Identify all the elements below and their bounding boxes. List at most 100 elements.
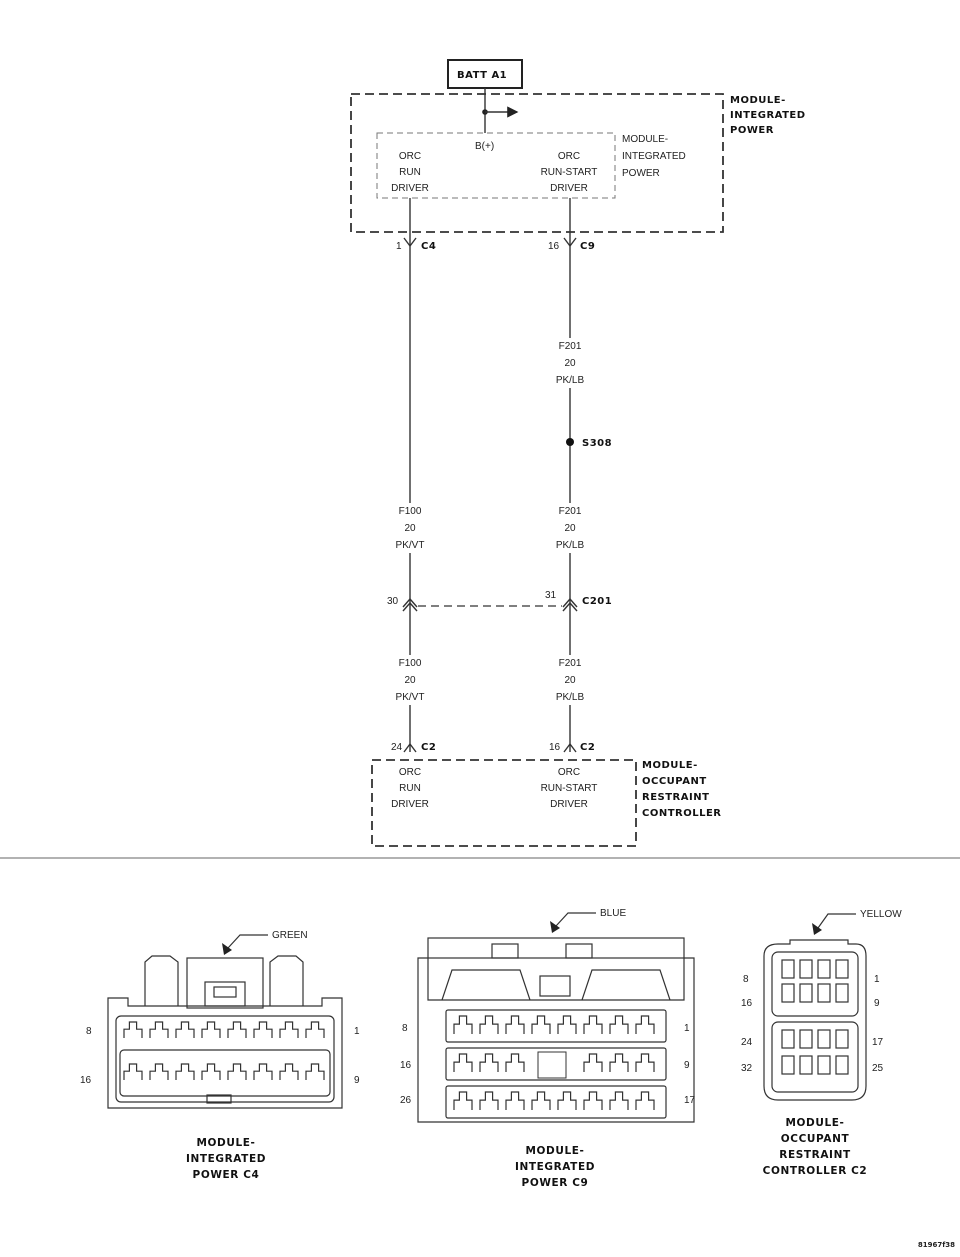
orc-c2-left-symbol xyxy=(403,742,417,753)
connector-cavity xyxy=(635,1015,655,1034)
orc-right-driver-2: RUN-START xyxy=(541,783,598,794)
c201-right-symbol xyxy=(562,597,578,612)
left-wire-mid-gauge: 20 xyxy=(404,523,416,534)
ipm-title-2: INTEGRATED xyxy=(730,110,806,121)
connector-cavity xyxy=(201,1063,221,1080)
c9-connector-symbol xyxy=(563,237,577,248)
c2-connector-view: YELLOW 8 1 16 9 24 17 32 25 MODULE- OCCU… xyxy=(741,909,902,1177)
splice-dot xyxy=(566,438,574,446)
connector-cavity xyxy=(635,1091,655,1110)
left-wire-bottom-circuit: F100 xyxy=(399,658,422,669)
c2-pin-16: 16 xyxy=(741,998,753,1009)
connector-cavity xyxy=(279,1021,299,1038)
connector-cavity xyxy=(817,1029,831,1049)
c4-connector-view: GREEN 8 1 16 9 MODULE- INTEGRATED POWER … xyxy=(80,930,360,1181)
connector-cavity xyxy=(835,1029,849,1049)
c4-color-label: GREEN xyxy=(272,930,308,941)
connector-cavity xyxy=(557,1015,577,1034)
connector-cavity xyxy=(279,1063,299,1080)
right-wire-mid-circuit: F201 xyxy=(559,506,582,517)
orc-c2-right-symbol xyxy=(563,742,577,753)
ipm-inner-title-1: MODULE- xyxy=(622,134,668,145)
c201-name: C201 xyxy=(582,596,612,607)
c2-pin-1: 1 xyxy=(874,974,880,985)
connector-cavity xyxy=(835,983,849,1003)
c9-caption-3: POWER C9 xyxy=(522,1177,589,1189)
connector-cavity xyxy=(453,1053,473,1072)
c9-pin-16: 16 xyxy=(400,1060,412,1071)
connector-cavity xyxy=(175,1021,195,1038)
c4-pin-9: 9 xyxy=(354,1075,360,1086)
ipm-module-box xyxy=(350,93,724,233)
connector-cavity xyxy=(781,1029,795,1049)
orc-left-driver-3: DRIVER xyxy=(391,799,429,810)
orc-module-box xyxy=(371,759,637,847)
c9-connector-view: BLUE 8 1 16 9 26 17 MODULE- INTEGRATED P… xyxy=(400,908,696,1189)
connector-cavity xyxy=(253,1021,273,1038)
left-wire-bottom-color: PK/VT xyxy=(396,692,425,703)
right-wire-top-color: PK/LB xyxy=(556,375,585,386)
c4-pin-16: 16 xyxy=(80,1075,92,1086)
connector-cavity xyxy=(479,1015,499,1034)
c4-color-leader xyxy=(227,934,268,949)
orc-right-driver-3: DRIVER xyxy=(550,799,588,810)
c9-pin-1: 1 xyxy=(684,1023,690,1034)
ipm-left-driver-3: DRIVER xyxy=(391,183,429,194)
connector-cavity xyxy=(781,983,795,1003)
c9-pin-26: 26 xyxy=(400,1095,412,1106)
c4-caption-3: POWER C4 xyxy=(193,1169,260,1181)
connector-cavity xyxy=(817,959,831,979)
left-wire-mid-color: PK/VT xyxy=(396,540,425,551)
c2-color-label: YELLOW xyxy=(860,909,902,920)
connector-cavity xyxy=(799,1055,813,1075)
connector-cavity xyxy=(305,1021,325,1038)
connector-cavity xyxy=(253,1063,273,1080)
connector-cavity xyxy=(227,1063,247,1080)
ipm-inner-box xyxy=(376,132,616,199)
ipm-right-driver-2: RUN-START xyxy=(541,167,598,178)
c2-caption-4: CONTROLLER C2 xyxy=(763,1165,868,1177)
c4-connector-name: C4 xyxy=(421,241,436,252)
connector-cavity xyxy=(505,1091,525,1110)
connector-cavity xyxy=(609,1053,629,1072)
bplus-label: B(+) xyxy=(475,141,494,152)
connector-cavity xyxy=(799,983,813,1003)
ipm-inner-title-2: INTEGRATED xyxy=(622,151,686,162)
orc-left-driver-2: RUN xyxy=(399,783,421,794)
connector-cavity xyxy=(583,1053,603,1072)
connector-cavity xyxy=(531,1091,551,1110)
c201-left-symbol xyxy=(402,597,418,612)
ipm-left-driver-1: ORC xyxy=(399,151,421,162)
connector-cavity xyxy=(557,1091,577,1110)
connector-cavity xyxy=(227,1021,247,1038)
connector-cavity xyxy=(453,1091,473,1110)
connector-cavity xyxy=(583,1015,603,1034)
connector-cavity xyxy=(305,1063,325,1080)
connector-cavity xyxy=(175,1063,195,1080)
connector-cavity xyxy=(835,1055,849,1075)
c2-caption-2: OCCUPANT xyxy=(781,1133,850,1145)
connector-cavity xyxy=(835,959,849,979)
ipm-right-driver-1: ORC xyxy=(558,151,580,162)
orc-title-1: MODULE- xyxy=(642,760,698,771)
connector-cavity xyxy=(149,1021,169,1038)
c4-pin-1: 1 xyxy=(354,1026,360,1037)
c9-pin-number: 16 xyxy=(548,241,560,252)
right-wire-top-gauge: 20 xyxy=(564,358,576,369)
c9-pin-8: 8 xyxy=(402,1023,408,1034)
right-wire-bottom-circuit: F201 xyxy=(559,658,582,669)
c4-pin-number: 1 xyxy=(396,241,402,252)
left-wire-mid-circuit: F100 xyxy=(399,506,422,517)
orc-right-connector: C2 xyxy=(580,742,595,753)
orc-title-4: CONTROLLER xyxy=(642,808,722,819)
connector-cavity xyxy=(817,1055,831,1075)
c2-pin-17: 17 xyxy=(872,1037,884,1048)
c201-right-pin: 31 xyxy=(545,590,557,601)
c4-caption-1: MODULE- xyxy=(196,1137,255,1149)
connector-cavity xyxy=(781,959,795,979)
connector-cavity xyxy=(505,1015,525,1034)
orc-left-driver-1: ORC xyxy=(399,767,421,778)
orc-right-pin: 16 xyxy=(549,742,561,753)
c2-caption-3: RESTRAINT xyxy=(779,1149,851,1161)
